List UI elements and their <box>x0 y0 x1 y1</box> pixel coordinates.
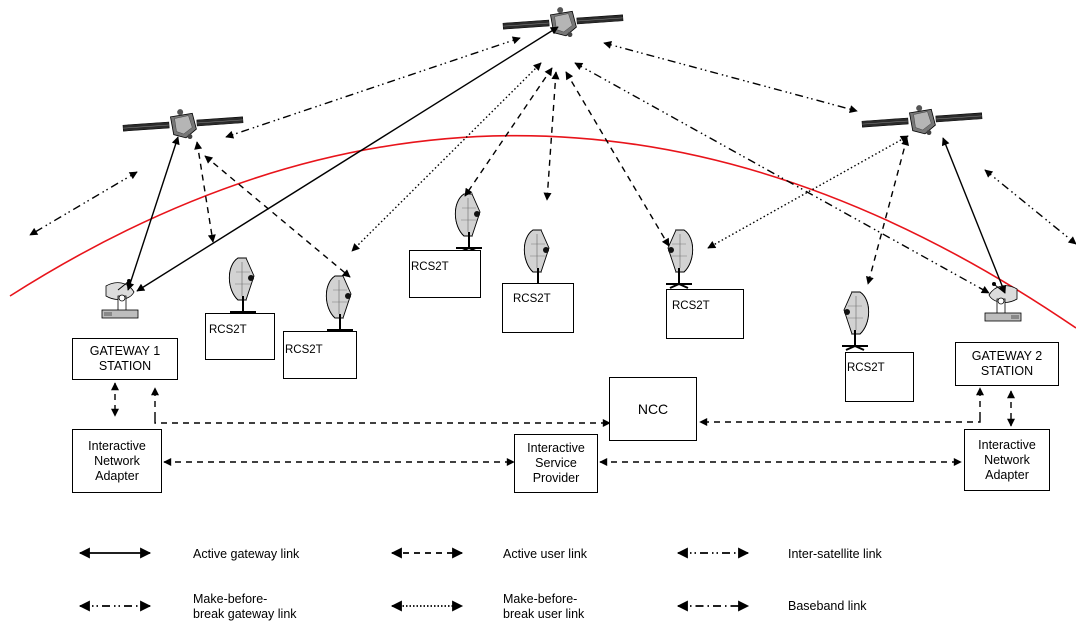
inter-satellite-link <box>29 171 138 236</box>
terminal-label: RCS2T <box>513 293 551 305</box>
active-user-link <box>865 137 910 285</box>
gateway-2-line2: STATION <box>980 364 1034 378</box>
ncc-label: NCC <box>637 400 669 417</box>
gateway-1-station: GATEWAY 1 STATION <box>72 338 178 380</box>
terminal-label: RCS2T <box>209 324 247 336</box>
legend-baseband: Baseband link <box>788 599 867 613</box>
inter-satellite-link <box>225 36 521 139</box>
active-gateway-link <box>136 26 559 292</box>
satellite-icon <box>501 2 625 43</box>
legend-mbb-user: Make-before- break user link <box>503 592 584 622</box>
active-user-link <box>194 141 216 243</box>
terminal-box: RCS2T <box>502 283 574 333</box>
terminal-label: RCS2T <box>847 362 885 374</box>
ina-left-box: Interactive Network Adapter <box>72 429 162 493</box>
ina-right-line1: Interactive <box>978 437 1036 452</box>
legend-mbb-user-line1: Make-before- <box>503 592 578 606</box>
terminal-label: RCS2T <box>672 300 710 312</box>
active-gateway-link <box>941 137 1007 294</box>
terminal-box: RCS2T <box>409 250 481 298</box>
legend-mbb-user-line2: break user link <box>503 607 585 621</box>
ina-left-line1: Interactive <box>88 438 146 453</box>
legend-active-user: Active user link <box>503 547 588 561</box>
ina-right-line2: Network <box>984 452 1030 467</box>
gateway-1-line2: STATION <box>98 359 152 373</box>
ina-right-box: Interactive Network Adapter <box>964 429 1050 491</box>
baseband-link <box>154 418 611 427</box>
gateway-2-line1: GATEWAY 2 <box>971 349 1043 363</box>
ina-right-line3: Adapter <box>985 467 1029 482</box>
terminal-box: RCS2T <box>205 313 275 360</box>
terminal-box: RCS2T <box>845 352 914 402</box>
mbb-gateway-link <box>574 62 990 294</box>
active-gateway-link <box>126 136 180 291</box>
ina-left-line3: Adapter <box>95 468 139 483</box>
satellite-icon <box>121 104 245 145</box>
legend-inter-satellite: Inter-satellite link <box>788 547 882 561</box>
gateway-2-station: GATEWAY 2 STATION <box>955 342 1059 386</box>
terminal-label: RCS2T <box>411 261 449 273</box>
mbb-user-link <box>351 62 542 252</box>
satellite-icon <box>860 100 984 141</box>
active-user-link <box>565 71 670 247</box>
gateway-antenna-icon <box>101 278 139 319</box>
baseband-link <box>699 418 981 426</box>
dish-antenna-icon <box>841 291 870 351</box>
legend-mbb-gateway-line1: Make-before- <box>193 592 268 606</box>
ina-left-line2: Network <box>94 453 140 468</box>
terminal-label: RCS2T <box>285 344 323 356</box>
inter-satellite-link <box>984 169 1076 245</box>
legend-mbb-gateway: Make-before- break gateway link <box>193 592 297 622</box>
isp-line1: Interactive <box>527 441 585 455</box>
gateway-1-line1: GATEWAY 1 <box>89 344 161 358</box>
dish-antenna-icon <box>325 275 354 335</box>
legend-mbb-gateway-line2: break gateway link <box>193 607 297 621</box>
terminal-box: RCS2T <box>283 331 357 379</box>
legend-active-gateway: Active gateway link <box>193 547 300 561</box>
isp-line2: Service <box>535 456 577 470</box>
dish-antenna-icon <box>523 229 552 289</box>
active-user-link <box>464 67 553 197</box>
ncc-box: NCC <box>609 377 697 441</box>
terminal-box: RCS2T <box>666 289 744 339</box>
inter-satellite-link <box>603 41 858 113</box>
active-user-link <box>204 155 351 278</box>
dish-antenna-icon <box>454 193 483 253</box>
isp-box: Interactive Service Provider <box>514 434 598 493</box>
dish-antenna-icon <box>665 229 694 289</box>
isp-line3: Provider <box>532 471 580 485</box>
dish-antenna-icon <box>228 257 257 317</box>
